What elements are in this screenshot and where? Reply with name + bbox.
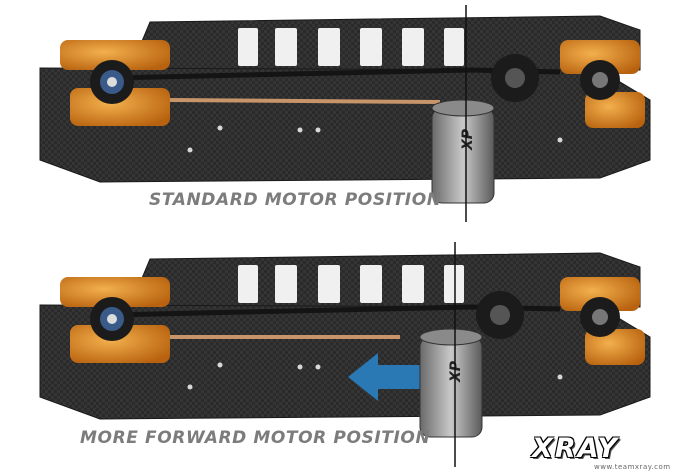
motor-label: XP [448, 360, 464, 383]
drive-belt [109, 304, 561, 318]
motor-label: XP [460, 128, 476, 151]
xray-logo: XRAY www.teamxray.com [532, 433, 692, 473]
belt-inner [169, 98, 441, 104]
caption-forward: MORE FORWARD MOTOR POSITION [80, 428, 431, 448]
motor: XP [431, 99, 495, 204]
caption-standard: STANDARD MOTOR POSITION [149, 190, 442, 210]
deck-cutouts [238, 28, 464, 66]
chassis-illustration-top: XP [39, 5, 651, 222]
forward-position-scene: XP MORE FORWARD MOTOR POSITION [0, 237, 700, 474]
front-bulkhead [60, 277, 170, 363]
rear-bulkhead [491, 40, 645, 128]
left-arrow-icon [348, 353, 420, 401]
deck-cutouts [238, 265, 464, 303]
logo-brand: XRAY [532, 433, 619, 464]
chassis-illustration-bottom: XP [39, 242, 651, 467]
standard-position-scene: XP STANDARD MOTOR POSITION [0, 0, 700, 237]
logo-url: www.teamxray.com [594, 463, 671, 471]
rear-bulkhead [476, 277, 645, 365]
front-bulkhead [60, 40, 170, 126]
motor: XP [419, 328, 483, 438]
